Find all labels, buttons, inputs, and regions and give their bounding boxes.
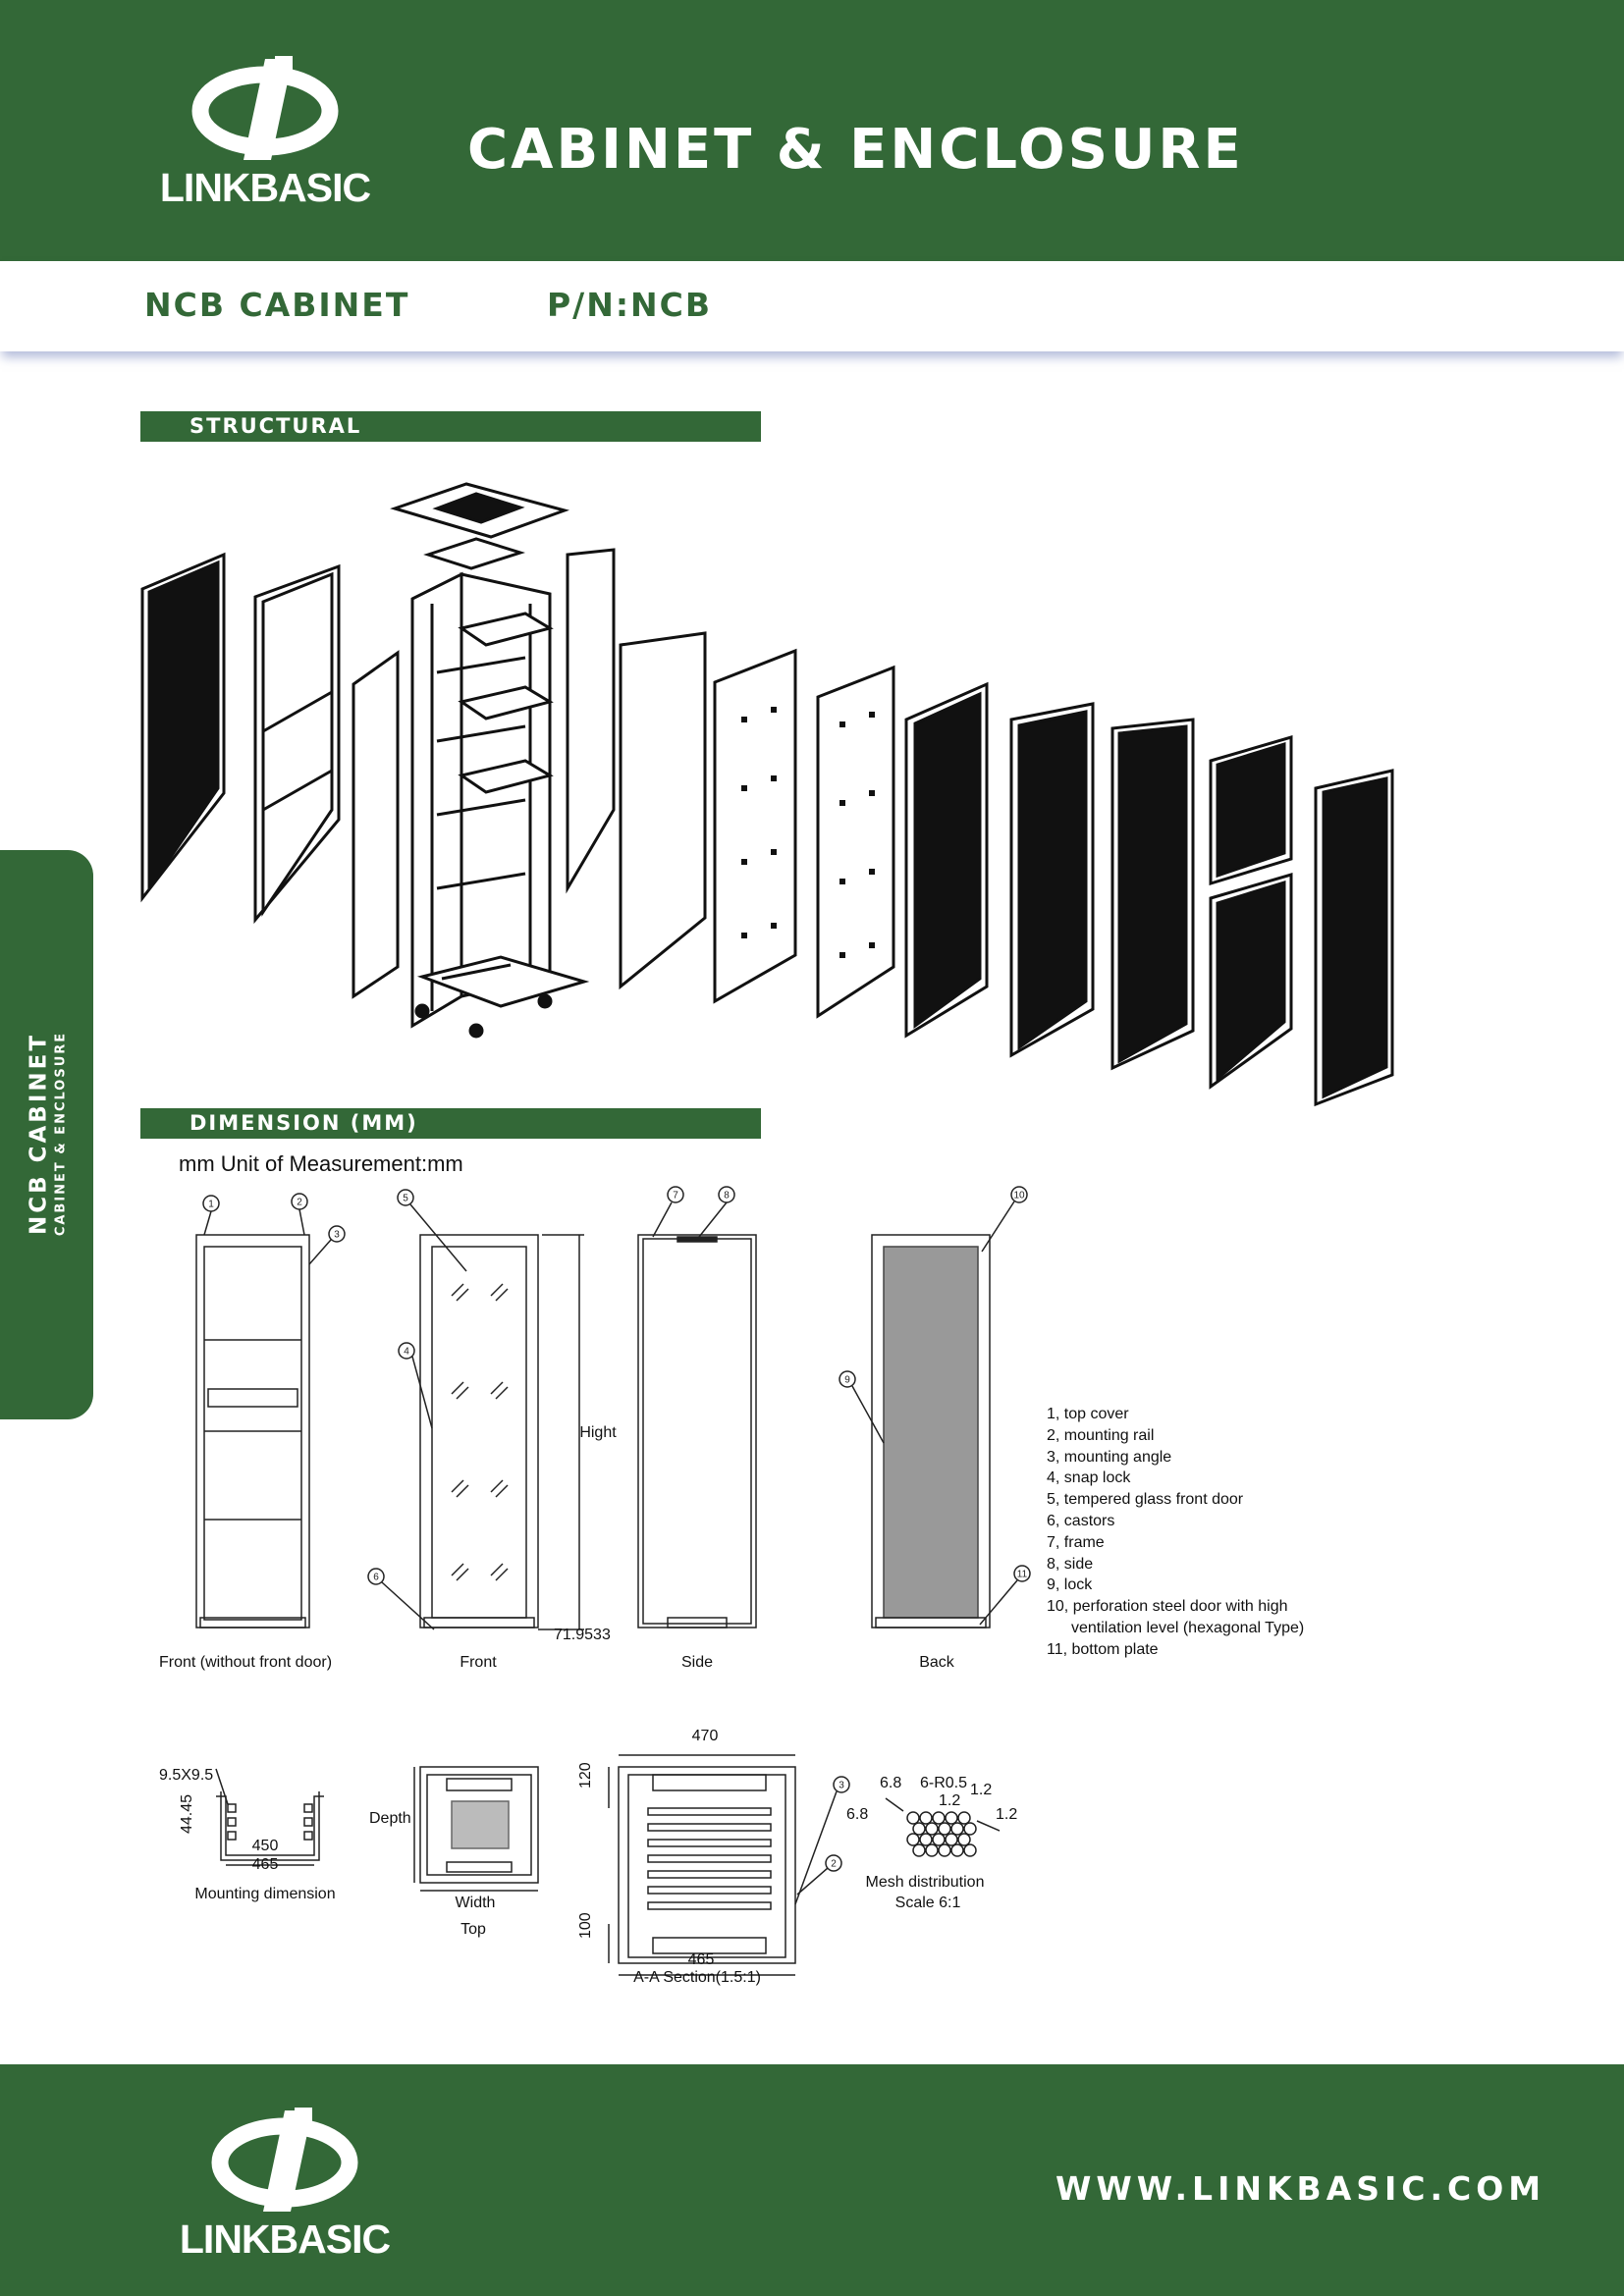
- view-side-caption: Side: [680, 1654, 714, 1671]
- legend-item: ventilation level (hexagonal Type): [1071, 1619, 1305, 1636]
- svg-text:2: 2: [297, 1198, 302, 1208]
- legend-item: 1, top cover: [1047, 1406, 1129, 1422]
- legend-item: 6, castors: [1047, 1512, 1115, 1529]
- mounting-hole-label: 9.5X9.5: [159, 1767, 214, 1784]
- detail-drawings: 32: [215, 1754, 1001, 1976]
- view-back-caption: Back: [919, 1654, 954, 1671]
- part-number: P/N:NCB: [547, 286, 713, 324]
- section-structural-label: STRUCTURAL: [189, 414, 362, 438]
- section-dimension-label: DIMENSION (MM): [189, 1111, 418, 1135]
- svg-text:2: 2: [831, 1859, 837, 1870]
- side-tab-subtitle: CABINET & ENCLOSURE: [53, 1031, 69, 1237]
- svg-text:LINKBASIC: LINKBASIC: [180, 2216, 391, 2262]
- legend-item: 4, snap lock: [1047, 1469, 1131, 1487]
- section-bottom-height: 100: [577, 1912, 594, 1939]
- website-link[interactable]: WWW.LINKBASIC.COM: [1056, 2169, 1546, 2208]
- mesh-label-e: 6.8: [846, 1806, 869, 1823]
- linkbasic-logo: LINKBASIC: [128, 54, 403, 211]
- mesh-label-d: 1.2: [970, 1782, 993, 1798]
- legend-item: 8, side: [1047, 1555, 1094, 1573]
- legend-item: 9, lock: [1047, 1576, 1093, 1594]
- footer-linkbasic-logo: LINKBASIC: [147, 2106, 422, 2263]
- exploded-structure-drawing: [140, 482, 1394, 1107]
- legend-item: 5, tempered glass front door: [1047, 1491, 1244, 1509]
- offset-value: 71.9533: [554, 1627, 611, 1643]
- mesh-label-f: 1.2: [996, 1806, 1018, 1823]
- section-top-height: 120: [577, 1762, 594, 1789]
- section-structural: STRUCTURAL: [140, 411, 761, 442]
- mesh-label-a: 6.8: [880, 1775, 902, 1791]
- view-front-caption: Front: [460, 1654, 497, 1671]
- top-width-label: Width: [455, 1895, 496, 1911]
- svg-text:3: 3: [839, 1781, 844, 1791]
- mounting-caption: Mounting dimension: [194, 1886, 336, 1902]
- svg-text:4: 4: [404, 1347, 409, 1358]
- unit-note: mm Unit of Measurement:mm: [179, 1151, 463, 1176]
- view-front-no-door-caption: Front (without front door): [158, 1654, 333, 1671]
- svg-text:7: 7: [673, 1191, 678, 1201]
- top-depth-label: Depth: [369, 1810, 411, 1827]
- mounting-outer-label: 465: [251, 1856, 279, 1873]
- legend-item: 7, frame: [1047, 1533, 1105, 1551]
- svg-text:10: 10: [1013, 1191, 1025, 1201]
- legend-item: 2, mounting rail: [1047, 1426, 1155, 1444]
- side-tab-title: NCB CABINET: [26, 1032, 52, 1236]
- page-title: CABINET & ENCLOSURE: [467, 118, 1244, 182]
- parts-legend: 1, top cover 2, mounting rail 3, mountin…: [1047, 1404, 1304, 1661]
- svg-text:6: 6: [373, 1573, 379, 1583]
- section-caption: A-A Section(1.5:1): [633, 1969, 761, 1986]
- section-top-width: 470: [691, 1728, 719, 1744]
- mesh-caption: Mesh distribution: [865, 1874, 985, 1891]
- svg-text:5: 5: [403, 1194, 408, 1204]
- section-bottom-width: 465: [687, 1951, 715, 1968]
- svg-text:1: 1: [208, 1200, 214, 1210]
- svg-text:LINKBASIC: LINKBASIC: [160, 165, 371, 210]
- height-label: Hight: [579, 1424, 617, 1441]
- top-caption: Top: [460, 1921, 486, 1938]
- svg-text:3: 3: [334, 1230, 340, 1241]
- mesh-label-b: 6-R0.5: [920, 1775, 968, 1791]
- product-name: NCB CABINET: [144, 286, 410, 324]
- mounting-pitch-label: 44.45: [179, 1793, 195, 1834]
- svg-text:8: 8: [724, 1191, 730, 1201]
- mesh-scale: Scale 6:1: [894, 1895, 961, 1911]
- section-dimension: DIMENSION (MM): [140, 1108, 761, 1139]
- svg-text:9: 9: [844, 1375, 850, 1386]
- legend-item: 10, perforation steel door with high: [1047, 1598, 1288, 1616]
- dimension-views-drawing: 1 2 3 4 5 6 7 8 9 10 11: [195, 1186, 1031, 1630]
- product-bar: [0, 261, 1624, 351]
- side-tab: [0, 850, 93, 1419]
- legend-item: 11, bottom plate: [1047, 1640, 1159, 1658]
- legend-item: 3, mounting angle: [1047, 1448, 1172, 1466]
- svg-text:11: 11: [1017, 1570, 1028, 1580]
- side-tab-label: NCB CABINET CABINET & ENCLOSURE: [27, 1032, 69, 1236]
- mesh-label-c: 1.2: [939, 1792, 961, 1809]
- mounting-inner-label: 450: [251, 1838, 279, 1854]
